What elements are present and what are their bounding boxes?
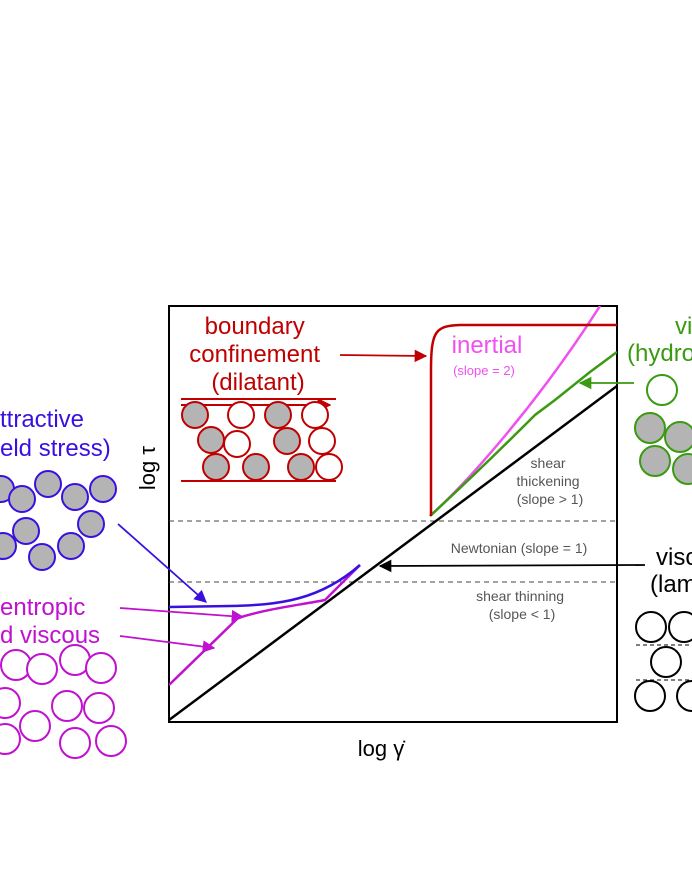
shear-thickening-label: shear thickening (slope > 1) xyxy=(517,455,584,507)
entropic-label: entropic d viscous xyxy=(0,594,100,649)
viscous-laminar-label: visc (lam xyxy=(650,544,692,598)
newtonian-label: Newtonian (slope = 1) xyxy=(451,540,588,556)
hydro-particles-illustration xyxy=(634,374,692,485)
y-axis-label: log τ xyxy=(135,446,160,490)
entropic-arrow-2 xyxy=(119,635,216,653)
attractive-label: ttractive eld stress) xyxy=(0,406,111,462)
confined-particles-illustration xyxy=(181,398,343,482)
newtonian-line xyxy=(169,384,617,722)
x-axis-label: log γ̇ xyxy=(358,736,405,761)
inertial-label: inertial xyxy=(452,332,523,359)
attractive-curve xyxy=(169,564,361,609)
inertial-slope-label: (slope = 2) xyxy=(453,363,515,378)
viscous-hydro-label: vi (hydro xyxy=(627,313,692,367)
attractive-particles-illustration xyxy=(0,470,117,571)
hydro-curve xyxy=(429,350,617,517)
boundary-arrow xyxy=(339,349,428,363)
attractive-arrow xyxy=(117,523,207,603)
boundary-curve xyxy=(429,323,617,516)
entropic-arrow-1 xyxy=(119,607,245,623)
plot-frame xyxy=(168,305,618,723)
entropic-curve xyxy=(169,564,361,686)
shear-thinning-label: shear thinning (slope < 1) xyxy=(476,588,568,622)
boundary-label: boundary confinement (dilatant) xyxy=(189,313,326,396)
laminar-particles-illustration xyxy=(634,611,692,712)
newtonian-arrow xyxy=(378,559,646,573)
entropic-particles-illustration xyxy=(0,644,127,759)
